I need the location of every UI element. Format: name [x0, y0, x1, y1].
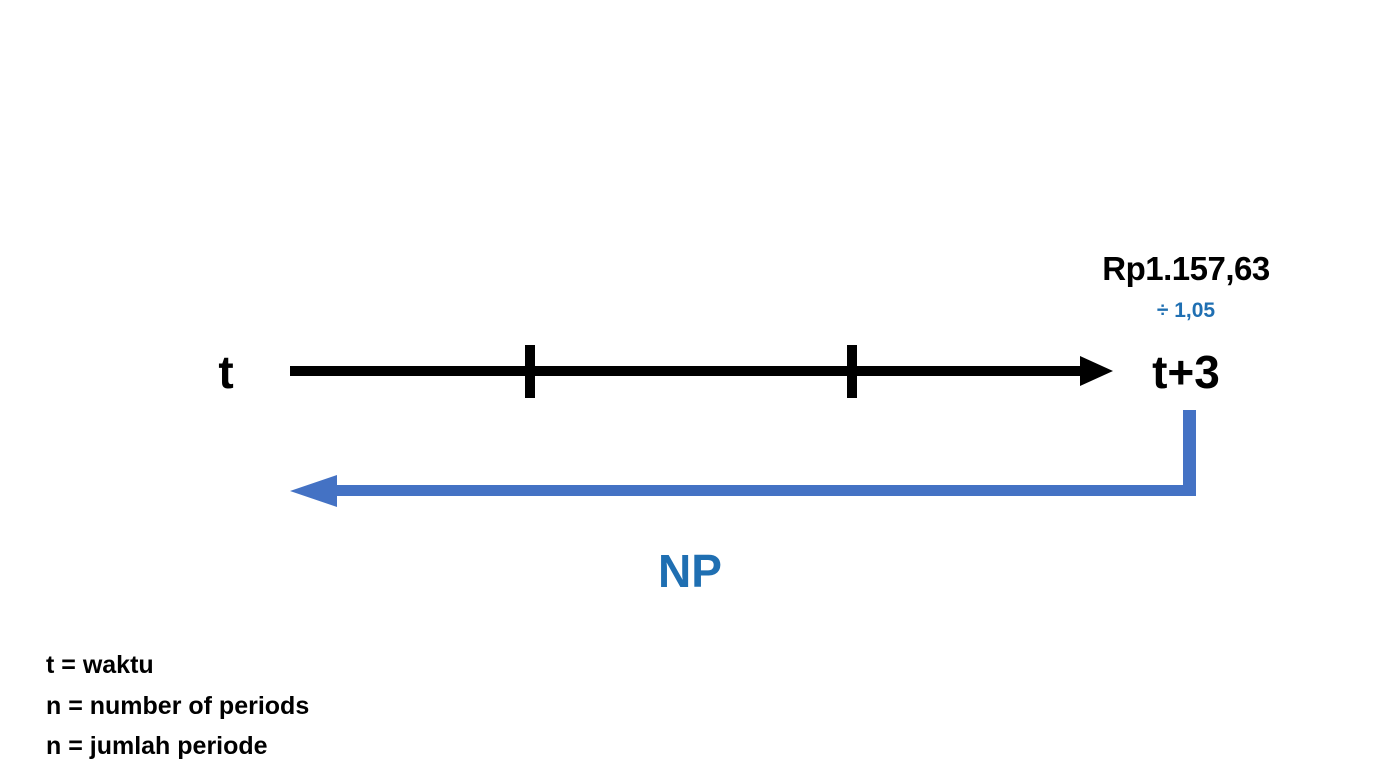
legend: t = waktu n = number of periods n = juml… [46, 645, 606, 767]
timeline-arrowhead-icon [1080, 356, 1113, 386]
timeline-axis-group [290, 356, 1113, 386]
legend-line-2: n = number of periods [46, 691, 310, 720]
timeline-start-label: t [218, 346, 234, 398]
discount-arrow-group [290, 410, 1196, 507]
timeline-ticks-group [525, 345, 857, 398]
discount-operation-label: ÷ 1,05 [1156, 299, 1216, 322]
timeline-end-label: t+3 [1152, 346, 1220, 398]
legend-line-1: t = waktu [46, 651, 154, 679]
future-value-amount: Rp1.157,63 [1102, 250, 1270, 287]
discount-arrowhead-icon [290, 475, 337, 507]
legend-line-3: n = jumlah periode [46, 732, 268, 760]
present-value-label: NP [658, 545, 722, 597]
